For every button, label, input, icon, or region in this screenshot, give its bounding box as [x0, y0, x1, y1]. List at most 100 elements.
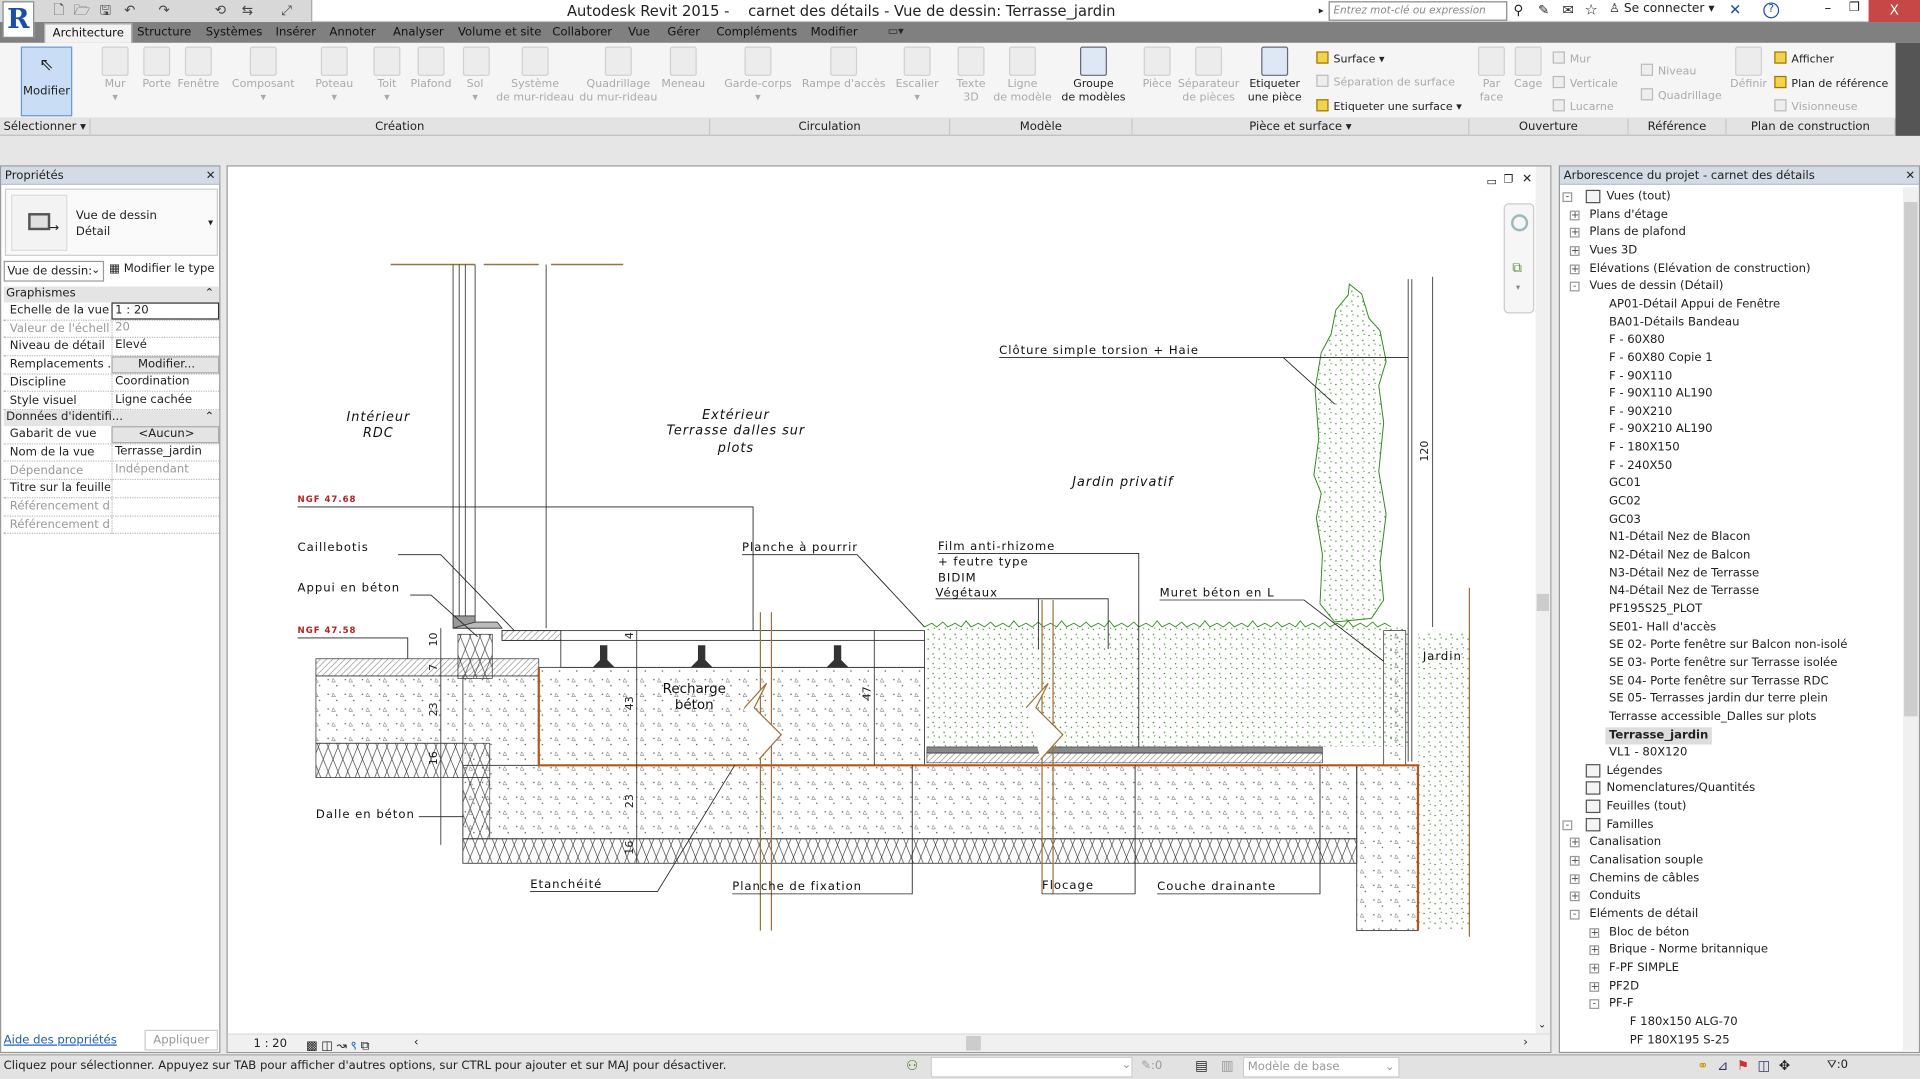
maximize-button[interactable]: ❐ [1848, 1, 1860, 15]
expand-icon[interactable]: + [1589, 926, 1600, 938]
property-value[interactable]: Modifier... [111, 356, 220, 374]
ribbon-button-pi-ce[interactable]: Pièce [1139, 46, 1176, 92]
scroll-left-icon[interactable]: ‹ [413, 1035, 419, 1050]
design-option-select[interactable]: Modèle de base⌄ [1242, 1056, 1400, 1078]
tree-item[interactable]: F - 240X50 [1608, 458, 1673, 473]
ribbon-small-button[interactable]: Plan de référence [1774, 75, 1888, 91]
tree-item[interactable]: Vues de dessin (Détail) [1589, 279, 1724, 293]
open-icon[interactable]: 🗁 [73, 2, 91, 19]
property-section-header[interactable]: Graphismes⌃ [3, 286, 220, 302]
expand-search-icon[interactable]: ▸ [1318, 4, 1324, 16]
active-option-icon[interactable]: ▥ [1220, 1057, 1234, 1074]
undo-icon[interactable]: ↶ [124, 2, 136, 19]
ribbon-button-meneau[interactable]: Meneau [659, 46, 708, 92]
redo-icon[interactable]: ↷ [158, 2, 170, 19]
tab-syst-mes[interactable]: Systèmes [205, 25, 263, 40]
minimize-ribbon-icon[interactable]: ▭▾ [887, 25, 904, 38]
ribbon-button-mur[interactable]: Mur▾ [101, 46, 129, 106]
measure-icon[interactable]: ⇆ [241, 2, 253, 19]
browser-scroll-thumb[interactable] [1904, 202, 1918, 717]
steering-wheel-icon[interactable] [1511, 214, 1529, 232]
vertical-scrollbar[interactable]: ⌄ [1535, 166, 1551, 1036]
tree-item[interactable]: SE01- Hall d'accès [1608, 620, 1717, 634]
tree-item[interactable]: PF2D [1608, 979, 1640, 993]
tree-item[interactable]: Vues (tout) [1606, 189, 1671, 204]
expand-icon[interactable]: + [1569, 244, 1580, 256]
expand-icon[interactable]: + [1569, 208, 1580, 220]
view-control-icons[interactable]: ▩◫↝९⧉ [306, 1039, 374, 1054]
tree-item[interactable]: GC01 [1608, 476, 1641, 491]
scroll-right-icon[interactable]: › [1523, 1035, 1528, 1050]
close-view-button[interactable]: ✕ [1522, 172, 1533, 187]
collapse-icon[interactable]: - [1569, 909, 1580, 920]
tree-item[interactable]: F - 90X110 [1608, 369, 1673, 383]
tree-item[interactable]: Terrasse accessible_Dalles sur plots [1608, 710, 1817, 724]
tree-item[interactable]: N1-Détail Nez de Blacon [1608, 530, 1751, 545]
expand-icon[interactable]: + [1569, 854, 1580, 866]
tree-item[interactable]: N3-Détail Nez de Terrasse [1608, 566, 1760, 580]
dimension-icon[interactable]: ⤢ [281, 2, 292, 19]
tab-g-rer[interactable]: Gérer [667, 25, 700, 40]
tree-item[interactable]: PF-F [1608, 997, 1634, 1011]
ribbon-small-button[interactable]: Surface ▾ [1316, 51, 1384, 66]
tree-item[interactable]: GC03 [1608, 512, 1641, 527]
ribbon-small-button[interactable]: Visionneuse [1774, 99, 1858, 114]
favorites-star-icon[interactable]: ☆ [1584, 1, 1598, 19]
ribbon-small-button[interactable]: Afficher [1774, 51, 1834, 66]
ribbon-button-porte[interactable]: Porte [140, 46, 174, 92]
minimize-view-button[interactable]: ▭ [1486, 176, 1497, 189]
tree-item[interactable]: Bloc de béton [1608, 925, 1690, 939]
ribbon-button-poteau[interactable]: Poteau▾ [313, 46, 355, 106]
tree-item[interactable]: F-PF SIMPLE [1608, 961, 1679, 975]
ribbon-button-cage[interactable]: Cage [1511, 46, 1545, 92]
tree-item[interactable]: N4-Détail Nez de Terrasse [1608, 584, 1760, 598]
ribbon-small-button[interactable]: Séparation de surface [1316, 74, 1455, 89]
collapse-icon[interactable]: - [1569, 281, 1580, 292]
property-value[interactable]: <Aucun> [111, 426, 220, 444]
tree-item[interactable]: Familles [1606, 817, 1654, 832]
tab-compl-ments[interactable]: Compléments [716, 25, 798, 40]
tree-item[interactable]: F - 60X80 Copie 1 [1608, 351, 1713, 365]
design-options-icon[interactable]: ▤ [1195, 1057, 1208, 1074]
tree-item[interactable]: F - 90X210 [1608, 405, 1673, 419]
ribbon-button-définir[interactable]: Définir [1728, 46, 1770, 92]
property-value[interactable] [111, 480, 219, 498]
ribbon-small-button[interactable]: Verticale [1552, 75, 1618, 91]
sync-icon[interactable]: ⟲ [214, 2, 227, 19]
tab-volume-et-site[interactable]: Volume et site [457, 25, 542, 40]
ribbon-small-button[interactable]: Quadrillage [1640, 88, 1722, 103]
ribbon-button-plafond[interactable]: Plafond [408, 46, 455, 92]
property-value[interactable]: Coordination [111, 374, 219, 392]
tree-item[interactable]: F - 180X150 [1608, 440, 1680, 455]
tree-item[interactable]: Terrasse_jardin [1605, 726, 1712, 744]
expand-icon[interactable]: + [1569, 226, 1580, 238]
edit-type-button[interactable]: ▦ Modifier le type [109, 262, 215, 275]
new-icon[interactable]: 🗋 [53, 2, 65, 19]
property-section-header[interactable]: Données d'identifi...⌃ [3, 410, 220, 426]
exchange-apps-icon[interactable]: ✕ [1728, 1, 1742, 19]
properties-help-link[interactable]: Aide des propriétés [3, 1033, 117, 1047]
workset-select[interactable]: ⌄ [930, 1056, 1133, 1078]
ribbon-group-5[interactable]: Pièce et surface ▾ [1133, 118, 1470, 136]
view-scale[interactable]: 1 : 20 [253, 1037, 287, 1051]
tree-item[interactable]: Feuilles (tout) [1606, 799, 1687, 814]
tree-item[interactable]: SE 05- Terrasses jardin dur terre plein [1608, 692, 1828, 706]
ribbon-button-rampe-d-acc-s[interactable]: Rampe d'accès [801, 46, 887, 92]
instance-filter-select[interactable]: Vue de dessin:⌄ [3, 260, 105, 282]
tree-item[interactable]: Canalisation souple [1589, 853, 1704, 867]
save-icon[interactable]: 🖫 [99, 2, 112, 19]
restore-view-button[interactable]: ❐ [1503, 173, 1514, 187]
tab-collaborer[interactable]: Collaborer [552, 25, 613, 40]
vertical-scroll-thumb[interactable] [1536, 593, 1549, 612]
ribbon-button-sol[interactable]: Sol▾ [462, 46, 490, 106]
tree-item[interactable]: N2-Détail Nez de Balcon [1608, 548, 1751, 563]
tree-item[interactable]: Canalisation [1589, 835, 1662, 850]
search-input[interactable]: Entrez mot-clé ou expression [1328, 1, 1508, 21]
